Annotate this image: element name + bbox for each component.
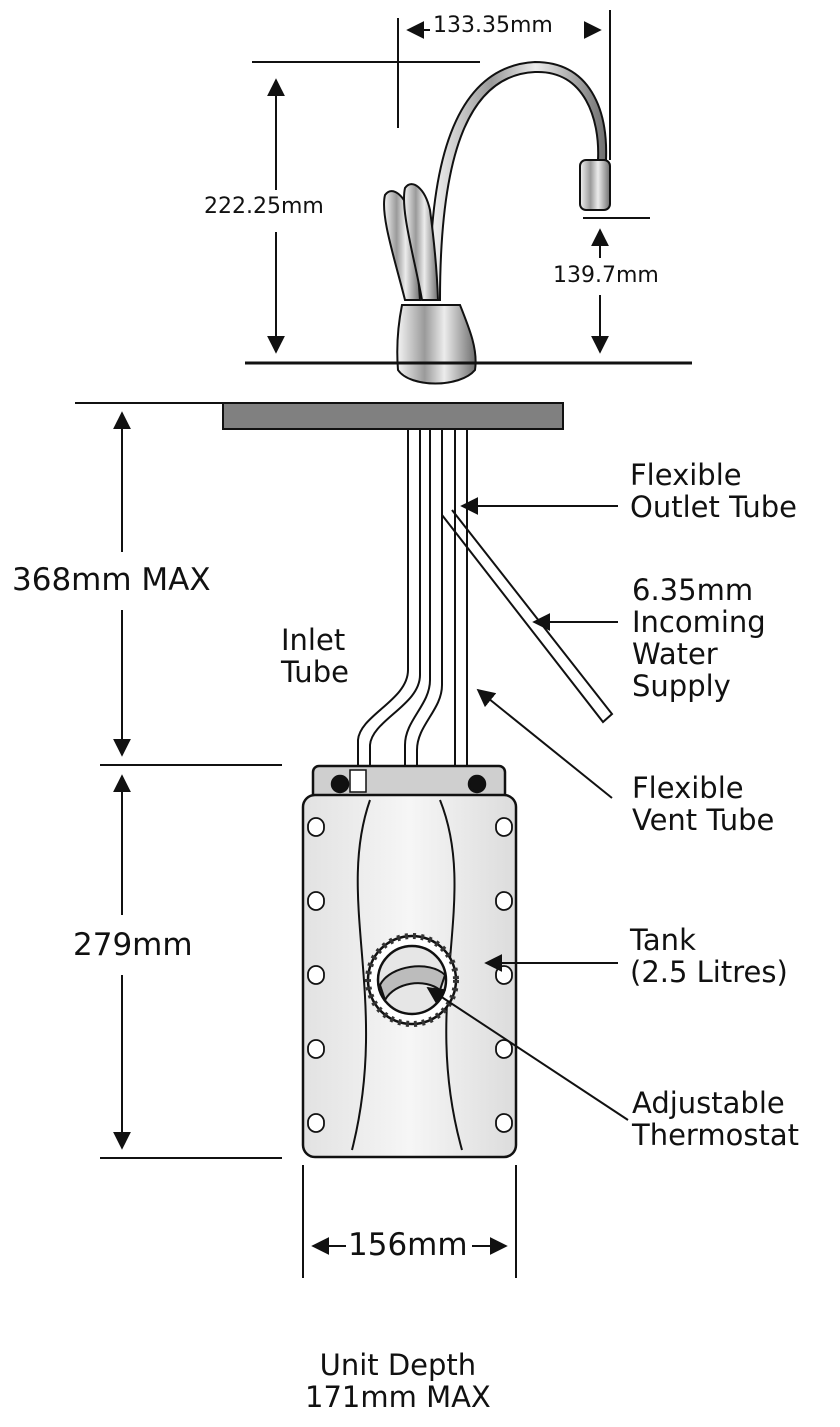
label-thermostat: Adjustable Thermostat <box>632 1086 799 1152</box>
dim-under-counter <box>100 411 282 766</box>
label-vent-tube-line1: Flexible <box>632 771 744 805</box>
label-tank: Tank (2.5 Litres) <box>630 923 788 989</box>
label-unit-depth-line2: 171mm MAX <box>305 1379 491 1414</box>
label-outlet-tube-line1: Flexible <box>630 458 742 492</box>
faucet <box>383 60 611 385</box>
label-unit-depth-line1: Unit Depth <box>319 1348 477 1382</box>
dim-label-tank-height: 279mm <box>73 927 193 963</box>
label-tank-line1: Tank <box>630 923 696 957</box>
dim-label-spout-clearance: 139.7mm <box>553 263 659 288</box>
label-vent-tube-line2: Vent Tube <box>632 802 775 837</box>
dim-label-spout-reach: 133.35mm <box>433 13 553 38</box>
dim-label-faucet-height: 222.25mm <box>204 194 324 219</box>
label-unit-depth: Unit Depth 171mm MAX <box>305 1348 491 1414</box>
dim-label-under-counter: 368mm MAX <box>12 562 211 598</box>
label-water-supply-line2: Incoming <box>632 604 766 639</box>
label-water-supply-line3: Water <box>632 636 718 671</box>
label-tank-line2: (2.5 Litres) <box>630 954 788 989</box>
label-thermostat-line1: Adjustable <box>632 1086 785 1120</box>
dim-tank-width <box>302 1165 517 1278</box>
label-water-supply: 6.35mm Incoming Water Supply <box>632 573 766 703</box>
countertop <box>222 402 564 430</box>
leader-lines <box>426 497 629 1121</box>
dim-label-tank-width: 156mm <box>348 1227 468 1263</box>
dim-tank-height <box>100 774 282 1159</box>
label-water-supply-line1: 6.35mm <box>632 573 754 607</box>
label-vent-tube: Flexible Vent Tube <box>632 771 775 837</box>
dim-spout-clearance <box>583 217 650 354</box>
label-water-supply-line4: Supply <box>632 668 731 703</box>
label-outlet-tube-line2: Outlet Tube <box>630 489 798 524</box>
dim-spout-reach <box>252 10 611 160</box>
label-inlet-tube-line2: Tube <box>281 654 349 689</box>
label-outlet-tube: Flexible Outlet Tube <box>630 458 798 524</box>
tubes <box>357 430 614 790</box>
label-thermostat-line2: Thermostat <box>632 1117 799 1152</box>
tank <box>301 764 518 1159</box>
label-inlet-tube-line1: Inlet <box>281 623 346 657</box>
label-inlet-tube: Inlet Tube <box>281 623 349 689</box>
